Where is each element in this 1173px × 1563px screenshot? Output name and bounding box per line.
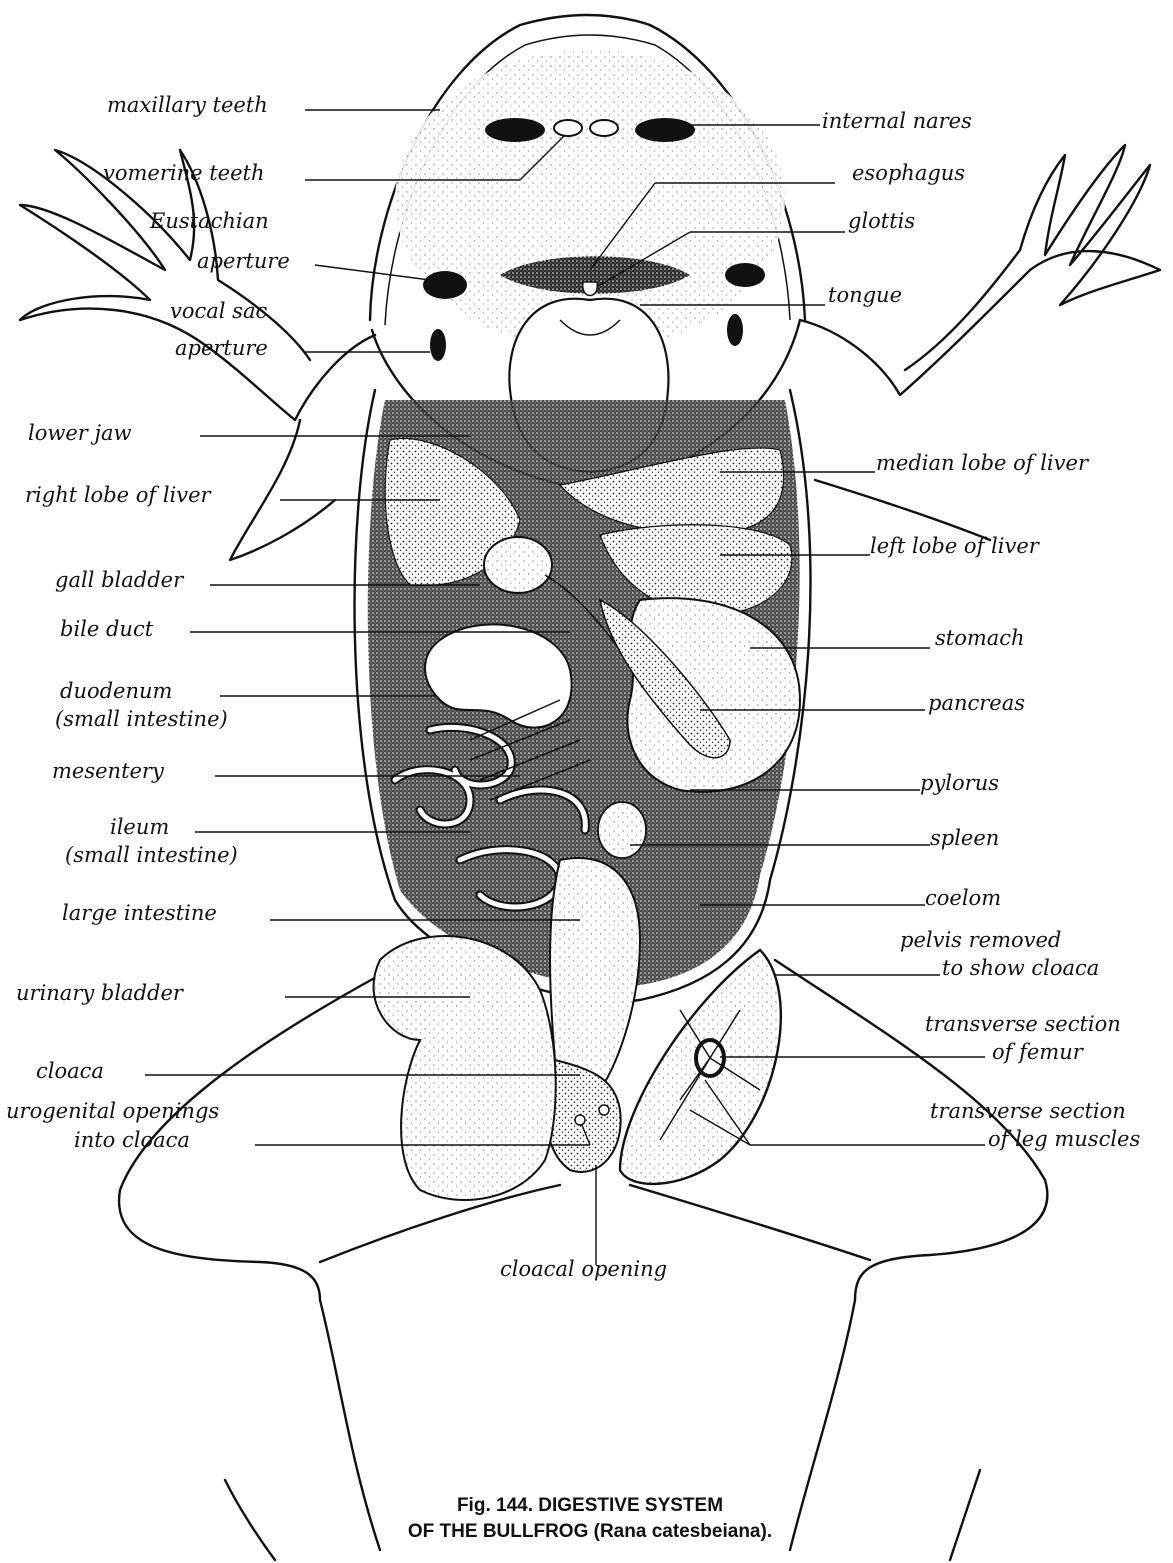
left-arm (20, 150, 375, 420)
label-mesentery: mesentery (52, 759, 165, 783)
label-tongue: tongue (828, 283, 902, 307)
label-eustachian-line1: Eustachian (149, 209, 269, 233)
label-eustachian-line2: aperture (197, 249, 290, 273)
gall-bladder (484, 537, 552, 593)
urogenital-opening-2 (599, 1105, 609, 1115)
caption-line2: OF THE BULLFROG (Rana catesbeiana). (408, 1521, 772, 1542)
label-duodenum-line1: duodenum (60, 679, 172, 703)
eustachian-aperture-left (423, 271, 467, 299)
label-cloacal-opening: cloacal opening (500, 1257, 667, 1281)
label-pelvis-line1: pelvis removed (900, 928, 1061, 952)
internal-naris-left (485, 118, 545, 142)
label-ileum-line2: (small intestine) (65, 843, 238, 867)
caption-line1: Fig. 144. DIGESTIVE SYSTEM (457, 1495, 723, 1516)
vomerine-teeth-right (590, 120, 618, 136)
label-spleen: spleen (930, 826, 999, 850)
label-gall-bladder: gall bladder (55, 568, 185, 592)
label-vocal-sac-line1: vocal sac (170, 299, 267, 323)
inner-leg-left (630, 1185, 870, 1260)
vocal-sac-aperture-right (727, 314, 743, 346)
label-pylorus: pylorus (920, 771, 999, 795)
vomerine-teeth-left (554, 120, 582, 136)
label-coelom: coelom (925, 886, 1001, 910)
left-hind-leg (119, 975, 380, 1550)
vocal-sac-aperture-left (430, 329, 446, 361)
glottis-shape (583, 282, 598, 296)
label-vomerine-teeth: vomerine teeth (103, 161, 265, 185)
label-legmuscle-line1: transverse section (930, 1099, 1126, 1123)
label-glottis: glottis (848, 209, 915, 233)
label-large-intestine: large intestine (62, 901, 217, 925)
spleen (598, 802, 646, 858)
label-pancreas: pancreas (928, 691, 1025, 715)
label-left-lobe-liver: left lobe of liver (870, 534, 1041, 558)
label-urogenital-line1: urogenital openings (6, 1099, 219, 1123)
label-esophagus: esophagus (852, 161, 965, 185)
label-lower-jaw: lower jaw (28, 421, 132, 445)
label-ileum-line1: ileum (110, 815, 169, 839)
urogenital-opening-1 (575, 1115, 585, 1125)
label-femur-line1: transverse section (925, 1012, 1121, 1036)
left-flank-lines (230, 420, 335, 560)
urinary-bladder (374, 936, 556, 1200)
label-legmuscle-line2: of leg muscles (988, 1127, 1140, 1151)
label-urogenital-line2: into cloaca (74, 1128, 190, 1152)
label-pelvis-line2: to show cloaca (942, 956, 1099, 980)
label-median-lobe-liver: median lobe of liver (876, 451, 1090, 475)
label-right-lobe-liver: right lobe of liver (25, 483, 213, 507)
label-femur-line2: of femur (992, 1040, 1085, 1064)
label-duodenum-line2: (small intestine) (55, 707, 228, 731)
internal-naris-right (635, 118, 695, 142)
label-urinary-bladder: urinary bladder (16, 981, 185, 1005)
label-cloaca: cloaca (36, 1059, 104, 1083)
body-cavity (368, 400, 800, 1200)
label-vocal-sac-line2: aperture (175, 336, 268, 360)
label-stomach: stomach (935, 626, 1025, 650)
label-bile-duct: bile duct (60, 617, 154, 641)
label-maxillary-teeth: maxillary teeth (107, 93, 268, 117)
figure-caption: Fig. 144. DIGESTIVE SYSTEM OF THE BULLFR… (408, 1495, 772, 1542)
right-flank-lines (815, 480, 990, 540)
labels-left: maxillary teeth vomerine teeth Eustachia… (6, 93, 290, 1152)
label-internal-nares: internal nares (822, 109, 972, 133)
eustachian-aperture-right (725, 263, 765, 287)
